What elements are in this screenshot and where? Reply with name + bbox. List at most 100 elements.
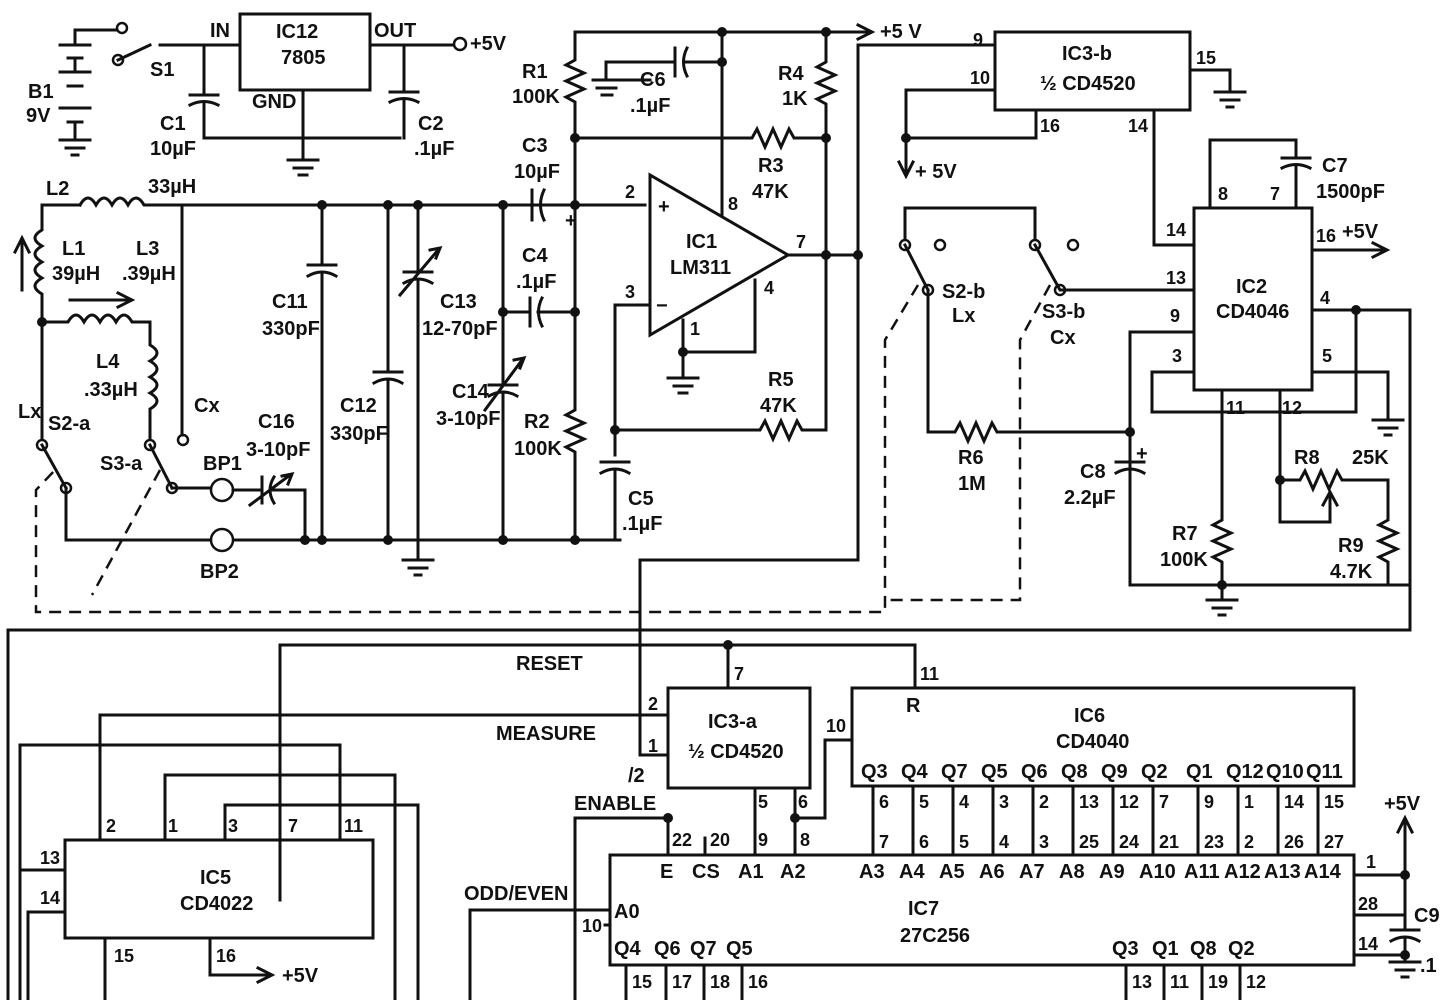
c9-value: .1 — [1420, 955, 1437, 977]
ic7-pin-10: 10 — [582, 916, 602, 936]
odd-even-label: ODD/EVEN — [464, 883, 568, 905]
ic2-part: CD4046 — [1216, 301, 1289, 323]
ic7-pin-6: 6 — [919, 832, 929, 852]
l2-value: 33µH — [148, 176, 196, 198]
ic1-part: LM311 — [670, 257, 731, 279]
ic6-pin-13: 13 — [1079, 792, 1099, 812]
ic6-output-Q7: Q7 — [941, 761, 968, 783]
ic6-pin-14: 14 — [1284, 792, 1304, 812]
ic5-pin-7: 7 — [288, 816, 298, 836]
ic6-pin-12: 12 — [1119, 792, 1139, 812]
c3-plus: + — [565, 210, 577, 232]
s3b-label: S3-b — [1042, 301, 1085, 323]
ic12-gnd-label: GND — [252, 91, 296, 113]
ic1-minus: − — [656, 295, 668, 317]
ic3b-part: ½ CD4520 — [1040, 73, 1136, 95]
r6-label: R6 — [958, 447, 984, 469]
ic7-pin-4: 4 — [999, 832, 1009, 852]
ic7-q7-label: Q7 — [690, 938, 717, 960]
ic1-pin-3: 3 — [625, 282, 635, 302]
c3-label: C3 — [522, 135, 548, 157]
ic2-pin-7: 7 — [1270, 184, 1280, 204]
ic6-pin-15: 15 — [1324, 792, 1344, 812]
c1-value: 10µF — [150, 138, 196, 160]
ic5-pin-16: 16 — [216, 946, 236, 966]
ic7-data-pin-19: 19 — [1208, 972, 1228, 992]
ic2-pin-4: 4 — [1320, 288, 1330, 308]
ic2-pin-14: 14 — [1166, 220, 1186, 240]
ic7-a1-label: A1 — [738, 861, 764, 883]
ic1-pin-8: 8 — [728, 194, 738, 214]
ic5-pin-1: 1 — [168, 816, 178, 836]
ic6-output-Q9: Q9 — [1101, 761, 1128, 783]
ic7-q6-label: Q6 — [654, 938, 681, 960]
c11-value: 330pF — [262, 318, 320, 340]
ic7-data-pin-13: 13 — [1132, 972, 1152, 992]
ic5-part: CD4022 — [180, 893, 253, 915]
ic2-pin-5: 5 — [1322, 346, 1332, 366]
c7-value: 1500pF — [1316, 181, 1385, 203]
ic6-output-Q2: Q2 — [1141, 761, 1168, 783]
l4-value: .33µH — [84, 379, 138, 401]
l4-label: L4 — [96, 351, 120, 373]
reset-label: RESET — [516, 653, 583, 675]
ic2-pin-13: 13 — [1166, 268, 1186, 288]
ic2-pin-8: 8 — [1218, 184, 1228, 204]
ic7-data-pin-12: 12 — [1246, 972, 1266, 992]
ic6-pin-9: 9 — [1204, 792, 1214, 812]
comparator-stage: C3 10µF + +5 V R1 100K R3 47K C6 .1µF R4… — [512, 21, 997, 757]
ic2-pll: IC2 CD4046 8 7 14 16 13 4 9 3 5 11 12 C7… — [6, 138, 1412, 1000]
c3-value: 10µF — [514, 161, 560, 183]
r8-value: 25K — [1352, 447, 1389, 469]
ic3b-label: IC3-b — [1062, 43, 1112, 65]
address-bus — [871, 784, 1320, 857]
ic7-addr-A6: A6 — [979, 861, 1005, 883]
ic3a-pin-6: 6 — [798, 792, 808, 812]
ic6-pin-6: 6 — [879, 792, 889, 812]
ic6-output-Q3: Q3 — [861, 761, 888, 783]
ic12-part: 7805 — [281, 47, 326, 69]
ic7-label: IC7 — [908, 898, 939, 920]
r9-label: R9 — [1338, 535, 1364, 557]
ic5-label: IC5 — [200, 867, 231, 889]
ic7-pin-7: 7 — [879, 832, 889, 852]
ic1-pin-2: 2 — [625, 182, 635, 202]
cx-label-s3a: Cx — [194, 395, 220, 417]
ic7-addr-A9: A9 — [1099, 861, 1125, 883]
b1-label: B1 — [28, 81, 54, 103]
ic5-pin-13: 13 — [40, 848, 60, 868]
r2-label: R2 — [524, 411, 550, 433]
ic7-cs-label: CS — [692, 861, 720, 883]
ic3a-pin-5: 5 — [758, 792, 768, 812]
ic6-output-Q11: Q11 — [1306, 761, 1343, 783]
r3-value: 47K — [752, 181, 789, 203]
c6-label: C6 — [640, 69, 666, 91]
r4-value: 1K — [782, 88, 808, 110]
r7-label: R7 — [1172, 523, 1198, 545]
ic6-pin-2: 2 — [1039, 792, 1049, 812]
s3a-label: S3-a — [100, 453, 143, 475]
c13-value: 12-70pF — [422, 318, 498, 340]
ic7-5v-label: +5V — [1384, 793, 1421, 815]
c11-label: C11 — [272, 291, 308, 313]
ic6-output-Q4: Q4 — [901, 761, 929, 783]
ic7-e-label: E — [660, 861, 673, 883]
ic3a-label: IC3-a — [708, 711, 758, 733]
r3-label: R3 — [758, 155, 784, 177]
ic6-output-Q6: Q6 — [1021, 761, 1048, 783]
ic7-q1-label: Q1 — [1152, 938, 1179, 960]
c12-label: C12 — [340, 395, 377, 417]
ic7-pin-23: 23 — [1204, 832, 1224, 852]
ic6-output-Q8: Q8 — [1061, 761, 1088, 783]
enable-label: ENABLE — [574, 793, 656, 815]
ic7-data-pin-15: 15 — [632, 972, 652, 992]
ic1-pin-7: 7 — [796, 232, 806, 252]
ic6-output-Q5: Q5 — [981, 761, 1008, 783]
c14-label: C14 — [452, 381, 490, 403]
c12-value: 330pF — [330, 423, 388, 445]
ic3b-pin-16: 16 — [1040, 116, 1060, 136]
c9-label: C9 — [1414, 905, 1440, 927]
